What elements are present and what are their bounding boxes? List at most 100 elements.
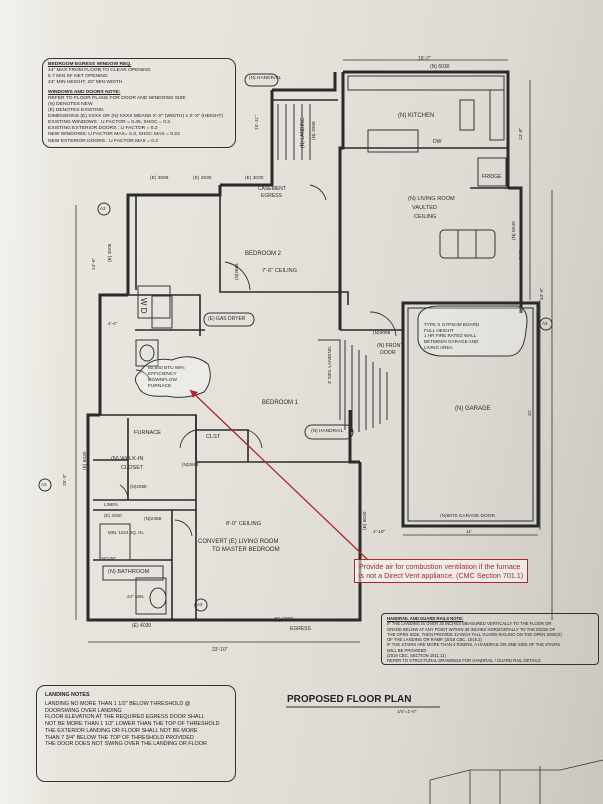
landing-notes-box: LANDING NOTES LANDING NO MORE THAN 1 1/2… — [36, 685, 236, 782]
furnace-label: FURNACE — [134, 430, 162, 436]
dim-9-3: 9'-3" — [519, 250, 524, 260]
master-label: CONVERT (E) LIVING ROOM — [198, 539, 279, 545]
dim-31: 31' — [528, 409, 533, 416]
furnace-line: DOWNFLOW — [148, 377, 178, 383]
dim-3068-left: (E) 3068 — [150, 176, 169, 181]
dim-2668: (N)2668 — [234, 263, 239, 280]
red-note-line: is not a Direct Vent appliance. (CMC Sec… — [359, 571, 524, 580]
bedroom2-ceiling: 7'-6" CEILING — [262, 268, 298, 274]
gas-dryer-callout: (E) GAS DRYER — [208, 316, 246, 322]
section-markers — [38, 202, 553, 612]
dim-2030: (E) 2030 — [104, 513, 122, 518]
linen-label: LINEN — [104, 502, 118, 507]
living-label: VAULTED — [412, 205, 437, 211]
dim-13: 13'-8" — [519, 127, 524, 140]
dim-15: 15'-11" — [255, 115, 260, 130]
stairs-top — [277, 104, 311, 160]
stairs-front — [318, 339, 388, 432]
handrail-line: THE OPEN SIDE, THEN PROVIDE 42-INCH TALL… — [387, 631, 562, 637]
walkin-label: CLOSET — [121, 465, 144, 471]
windows-line: EXISTING EXTERIOR DOORS : U FACTOR = 0.2 — [48, 126, 158, 132]
landing-line: FLOOR ELEVATION AT THE REQUIRED EGRESS D… — [45, 714, 205, 721]
dim-14: 14'-5" — [92, 257, 97, 270]
master-label: TO MASTER BEDROOM — [212, 547, 280, 553]
typex-line: 1 HR FIRE RATED WALL — [424, 333, 477, 339]
dim-2468: (N)2468 — [144, 517, 162, 522]
typex-line: BETWEEN GARAGE AND — [424, 339, 479, 345]
dim-24: 24" MIN. — [127, 594, 145, 599]
windows-line: NEW EXTERIOR DOORS : U FACTOR MAX = 0.2 — [48, 138, 159, 144]
furnace-line: 80,000 BTU 96% — [148, 366, 185, 371]
walkin-label: (N) WALK-IN — [111, 456, 144, 462]
windows-line: EXISTING WINDOWS : U FACTOR = 0.45, SHGC… — [48, 120, 170, 126]
plan-title: PROPOSED FLOOR PLAN — [287, 694, 412, 705]
egress-line: 44" MAX FROM FLOOR TO CLEAR OPENING — [48, 68, 151, 74]
landing-heading: LANDING NOTES — [45, 692, 90, 698]
dim-3068-front: (N)3068 — [373, 331, 391, 336]
living-label: (N) LIVING ROOM — [408, 196, 455, 202]
dim-2630: (E) 2630 — [193, 176, 212, 181]
master-ceiling: 8'-0" CEILING — [226, 521, 262, 527]
living-sofa — [439, 229, 496, 259]
dim-43: 43'-5" — [540, 287, 545, 300]
dim-6030-bottom: (E) 6030 — [274, 617, 294, 623]
windows-line: (N) DENOTES NEW — [48, 101, 93, 107]
egress-line: 24" MIN HEIGHT, 20" MIN WIDTH — [48, 80, 123, 86]
windows-heading: WINDOWS AND DOORS NOTE: — [48, 89, 121, 95]
min-landing-label: 3' MIN. LANDING — [328, 346, 333, 384]
dim-23: 23'-10" — [212, 647, 228, 653]
bedroom1-label: BEDROOM 1 — [262, 400, 299, 406]
dim-6040: (N) 6040 — [512, 221, 517, 240]
dim-25: 25'-3" — [63, 473, 68, 486]
landing-line: LANDING NO MORE THAN 1 1/2" BELOW THRESH… — [45, 700, 191, 707]
dim-3030: (E) 3030 — [245, 176, 264, 181]
dim-11: 11' — [466, 530, 472, 535]
typex-line: FULL HEIGHT — [424, 327, 454, 333]
typex-callout: TYPE X GYPSUM BOARD FULL HEIGHT 1 HR FIR… — [424, 322, 479, 351]
door-swings — [119, 184, 397, 537]
furnace-callout: 80,000 BTU 96% EFFICIENCY DOWNFLOW FURNA… — [148, 366, 185, 390]
handrail-line: REFER TO STRUCTURAL DRAWINGS FOR HANDRAI… — [387, 658, 541, 663]
egress-notes-box: BEDROOM EGRESS WINDOW REQ. 44" MAX FROM … — [42, 58, 236, 148]
windows-line: (E) DENOTES EXISTING — [48, 107, 104, 113]
front-door-label: DOOR — [380, 350, 396, 356]
furnace-line: EFFICIENCY — [148, 371, 177, 377]
handrail-line: OF THE LANDING OR RAMP. (2019 CBC, 1015.… — [387, 637, 482, 642]
dim-top: 16'-2" — [418, 56, 431, 62]
fridge-label: FRIDGE — [482, 174, 502, 180]
windows-line: DIMENSIONS (E) XXXX OR (N) XXXX MEANS X'… — [48, 114, 224, 119]
section-marker-label: A3 — [197, 602, 203, 607]
landing-line: THE EXTERIOR LANDING OR FLOOR SHALL NOT … — [45, 727, 198, 734]
dim-4-4: 4'-4" — [108, 322, 118, 327]
egress-label: EGRESS — [290, 626, 311, 632]
handrail-line: IF THE STAIRS ARE MORE THAN 4 RISERS, A … — [387, 642, 561, 648]
washer-dryer-label: W D — [139, 298, 148, 314]
windows-line: REFER TO FLOOR PLANS FOR DOOR AND WINDOW… — [48, 95, 186, 101]
kitchen-label: (N) KITCHEN — [398, 113, 435, 119]
bath-label: (N) BATHROOM — [108, 569, 150, 575]
red-note-line: Provide air for combustion ventilation i… — [359, 562, 521, 571]
living-label: CEILING — [414, 214, 437, 220]
landing-line: THE DOOR DOES NOT SWING OVER THE LANDING… — [45, 741, 207, 748]
dim-6030-top: (N) 6030 — [430, 64, 450, 70]
furnace-line: FURNACE — [148, 383, 172, 389]
front-door-label: (N) FRONT — [377, 343, 404, 349]
garage-door-label: (N)8070 GARAGE DOOR — [440, 514, 495, 519]
dim-2068: (N)2068 — [130, 484, 147, 489]
bedroom2-label: BEDROOM 2 — [245, 251, 282, 257]
windows-line: NEW WINDOWS: U FACTOR MAX= 0.3, SHGC MAX… — [48, 132, 180, 138]
bath-fixtures — [99, 295, 173, 615]
dim-6030-left: (E) 6030 — [83, 451, 88, 470]
egress-heading: BEDROOM EGRESS WINDOW REQ. — [48, 62, 132, 67]
landing-label: (N) LANDING — [300, 117, 306, 148]
landing-line: DOORSWING OVER LANDING — [45, 707, 122, 714]
handrail-line: GRADE BELOW AT ANY POINT WITHIN 36 INCHE… — [387, 626, 556, 632]
handrail-line: (2019 CBC, SECTION 1011.11) — [387, 652, 446, 658]
casement-label: CASEMENT — [258, 186, 286, 192]
egress-label: EGRESS — [261, 193, 282, 199]
handrail-line: WILL BE PROVIDED — [387, 647, 427, 653]
egress-line: 5.7 MIN SF NET OPENING — [48, 74, 108, 80]
dimension-lines — [75, 59, 553, 643]
typex-line: TYPE X GYPSUM BOARD — [424, 322, 480, 327]
